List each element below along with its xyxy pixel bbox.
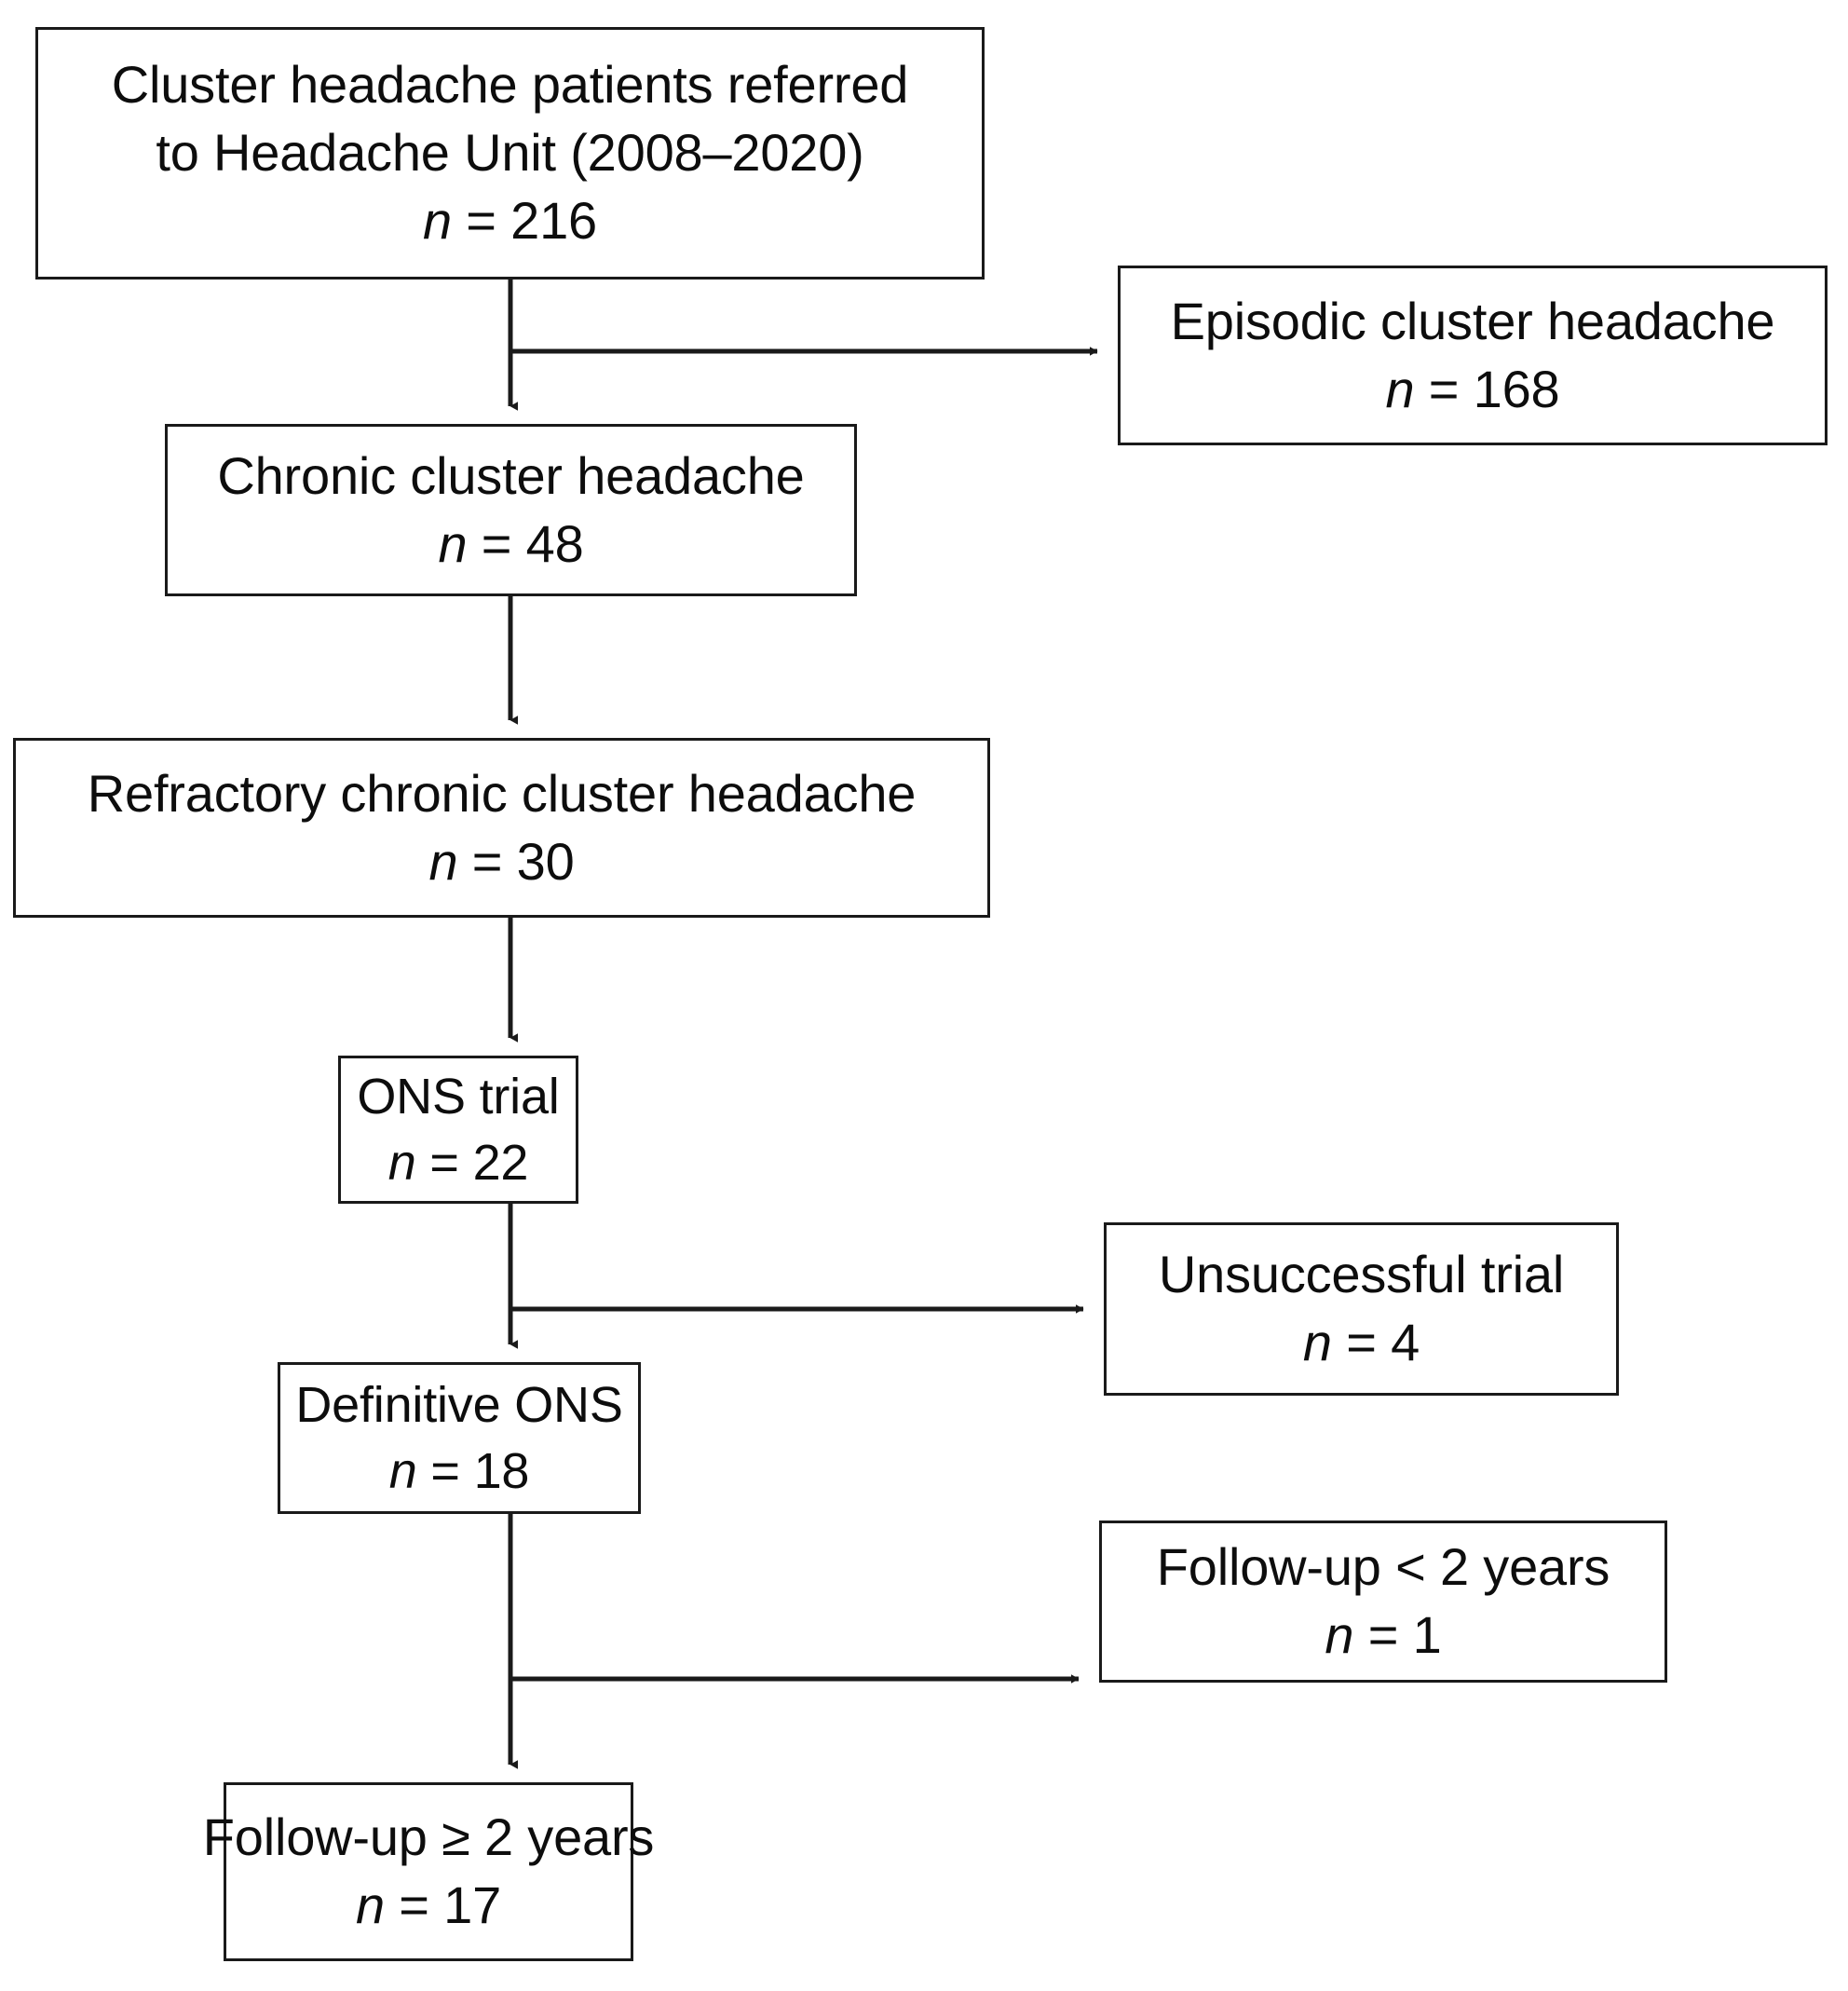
node-count: n = 168 (1385, 356, 1559, 424)
n-symbol: n (428, 831, 458, 891)
node-definitive-ons: Definitive ONS n = 18 (278, 1362, 641, 1514)
node-episodic-cluster-headache: Episodic cluster headache n = 168 (1118, 266, 1828, 445)
node-count: n = 30 (428, 828, 574, 896)
node-count: n = 18 (388, 1439, 530, 1504)
n-symbol: n (355, 1875, 385, 1934)
equals-sign: = (416, 1442, 474, 1499)
n-symbol: n (422, 190, 452, 250)
node-count: n = 48 (438, 511, 583, 579)
equals-sign: = (384, 1875, 444, 1934)
node-label-line1: Refractory chronic cluster headache (87, 763, 917, 823)
node-label-line1: Follow-up ≥ 2 years (202, 1807, 655, 1867)
count-value: 22 (472, 1134, 529, 1191)
node-ons-trial: ONS trial n = 22 (338, 1056, 578, 1204)
node-label-line1: Chronic cluster headache (217, 445, 805, 505)
equals-sign: = (1353, 1605, 1413, 1664)
equals-sign: = (1414, 359, 1474, 418)
count-value: 48 (525, 513, 584, 573)
node-refractory-chronic-cluster-headache: Refractory chronic cluster headache n = … (13, 738, 990, 918)
node-label-line1: Follow-up < 2 years (1156, 1537, 1610, 1597)
node-count: n = 216 (423, 187, 597, 255)
node-follow-up-at-least-2-years: Follow-up ≥ 2 years n = 17 (203, 1782, 654, 1961)
node-label-line1: Unsuccessful trial (1158, 1245, 1565, 1304)
node-count: n = 17 (356, 1872, 501, 1940)
equals-sign: = (415, 1134, 473, 1191)
equals-sign: = (467, 513, 526, 573)
node-label-line1: Episodic cluster headache (1170, 291, 1775, 350)
node-count: n = 1 (1325, 1602, 1441, 1670)
node-chronic-cluster-headache: Chronic cluster headache n = 48 (165, 424, 857, 596)
count-value: 30 (516, 831, 575, 891)
n-symbol: n (1325, 1605, 1354, 1664)
count-value: 17 (443, 1875, 502, 1934)
node-count: n = 4 (1303, 1309, 1420, 1377)
node-label-line1: ONS trial (357, 1069, 560, 1125)
node-cluster-headache-referred: Cluster headache patients referred to He… (35, 27, 985, 280)
count-value: 4 (1391, 1313, 1420, 1371)
count-value: 216 (510, 190, 598, 250)
n-symbol: n (438, 513, 468, 573)
equals-sign: = (1331, 1313, 1392, 1371)
n-symbol: n (388, 1442, 417, 1499)
equals-sign: = (451, 190, 511, 250)
node-unsuccessful-trial: Unsuccessful trial n = 4 (1104, 1222, 1619, 1396)
equals-sign: = (457, 831, 517, 891)
count-value: 18 (473, 1442, 530, 1499)
count-value: 168 (1473, 359, 1560, 418)
node-label-line2: to Headache Unit (2008–2020) (156, 123, 864, 183)
n-symbol: n (1385, 359, 1415, 418)
node-label-line1: Cluster headache patients referred (111, 55, 909, 115)
n-symbol: n (387, 1134, 416, 1191)
node-count: n = 22 (387, 1130, 529, 1195)
node-label-line1: Definitive ONS (295, 1377, 623, 1434)
count-value: 1 (1412, 1605, 1442, 1664)
node-follow-up-less-than-2-years: Follow-up < 2 years n = 1 (1099, 1521, 1667, 1683)
n-symbol: n (1302, 1313, 1332, 1371)
